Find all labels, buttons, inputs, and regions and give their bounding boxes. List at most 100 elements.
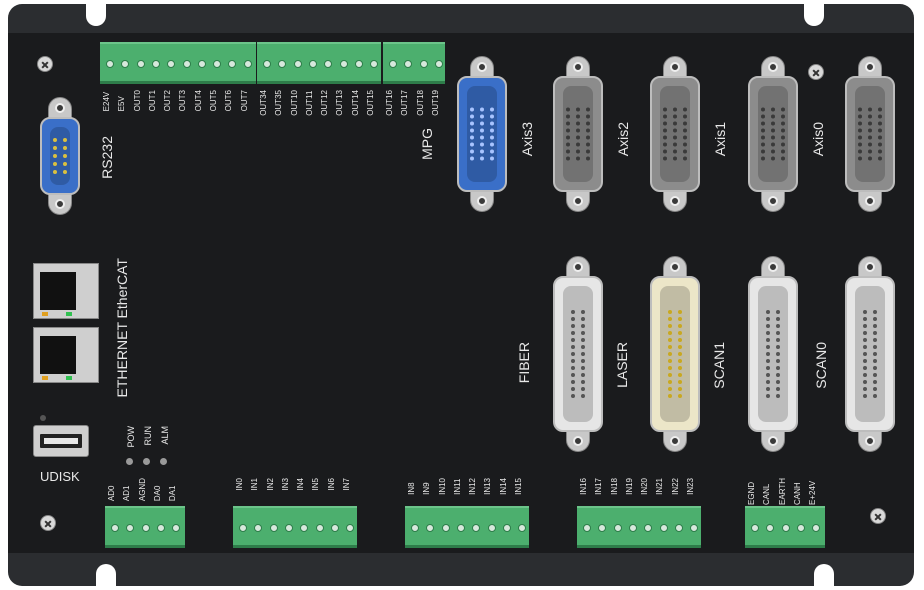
terminal-screw[interactable]	[370, 60, 379, 68]
terminal-screw[interactable]	[389, 60, 397, 68]
terminal-screw[interactable]	[472, 524, 481, 532]
terminal-screw[interactable]	[426, 524, 435, 532]
terminal-screw[interactable]	[126, 524, 135, 532]
terminal-screw[interactable]	[106, 60, 114, 68]
terminal-screw[interactable]	[278, 60, 287, 68]
terminal-screw[interactable]	[197, 60, 206, 68]
terminal-screw[interactable]	[781, 524, 790, 532]
scan-port-connector[interactable]	[845, 256, 895, 452]
terminal-screw[interactable]	[644, 524, 653, 532]
axis-connector[interactable]	[457, 56, 507, 212]
terminal-screw[interactable]	[300, 524, 309, 532]
terminal-screw[interactable]	[751, 524, 759, 532]
rs232-dsub[interactable]	[40, 97, 80, 215]
connector-shell	[845, 76, 895, 192]
terminal-screw[interactable]	[284, 524, 293, 532]
scan-port-connector[interactable]	[553, 256, 603, 452]
terminal-screw[interactable]	[254, 524, 263, 532]
terminal-screw[interactable]	[518, 524, 527, 532]
terminal-screw[interactable]	[339, 60, 348, 68]
terminal-screw[interactable]	[598, 524, 607, 532]
terminal-block[interactable]	[383, 42, 445, 84]
terminal-screw[interactable]	[167, 60, 176, 68]
mount-hole	[670, 436, 680, 446]
terminal-screw[interactable]	[330, 524, 339, 532]
terminal-label: OUT19	[430, 90, 440, 116]
mount-hole	[670, 196, 680, 206]
terminal-screw[interactable]	[434, 60, 443, 68]
terminal-block[interactable]	[405, 506, 529, 548]
axis-connector[interactable]	[748, 56, 798, 212]
terminal-screw[interactable]	[151, 60, 160, 68]
terminal-screw[interactable]	[269, 524, 278, 532]
terminal-screw[interactable]	[293, 60, 302, 68]
terminal-block[interactable]	[257, 42, 381, 84]
terminal-screw[interactable]	[411, 524, 419, 532]
terminal-screw[interactable]	[141, 524, 150, 532]
terminal-screw[interactable]	[239, 524, 247, 532]
pin	[490, 128, 494, 133]
scan-port-connector[interactable]	[650, 256, 700, 452]
terminal-screw[interactable]	[502, 524, 511, 532]
axis-connector[interactable]	[845, 56, 895, 212]
pin	[668, 324, 672, 328]
terminal-block[interactable]	[577, 506, 701, 548]
terminal-screw[interactable]	[487, 524, 496, 532]
terminal-screw[interactable]	[121, 60, 130, 68]
terminal-screw[interactable]	[456, 524, 465, 532]
ethercat-port[interactable]	[33, 263, 99, 319]
terminal-screw[interactable]	[690, 524, 699, 532]
pin	[878, 114, 882, 119]
terminal-screw[interactable]	[315, 524, 324, 532]
pin	[781, 121, 785, 126]
axis-connector[interactable]	[553, 56, 603, 212]
terminal-block[interactable]	[100, 42, 256, 84]
terminal-label: IN10	[437, 478, 447, 495]
terminal-screw[interactable]	[583, 524, 591, 532]
pin	[683, 142, 687, 147]
terminal-label: AD1	[122, 485, 132, 502]
terminal-screw[interactable]	[346, 524, 355, 532]
terminal-screw[interactable]	[613, 524, 622, 532]
terminal-screw[interactable]	[182, 60, 191, 68]
terminal-screw[interactable]	[228, 60, 237, 68]
terminal-screw[interactable]	[441, 524, 450, 532]
terminal-screw[interactable]	[659, 524, 668, 532]
terminal-screw[interactable]	[213, 60, 222, 68]
terminal-screw[interactable]	[419, 60, 428, 68]
terminal-screw[interactable]	[308, 60, 317, 68]
terminal-screw[interactable]	[156, 524, 165, 532]
terminal-block[interactable]	[745, 506, 825, 548]
scan-port-connector[interactable]	[748, 256, 798, 452]
terminal-screw[interactable]	[404, 60, 413, 68]
pin	[781, 135, 785, 140]
terminal-screw[interactable]	[111, 524, 119, 532]
terminal-screw[interactable]	[628, 524, 637, 532]
terminal-screw[interactable]	[136, 60, 145, 68]
terminal-screw[interactable]	[354, 60, 363, 68]
terminal-screw[interactable]	[324, 60, 333, 68]
terminal-block[interactable]	[105, 506, 185, 548]
terminal-screw[interactable]	[766, 524, 775, 532]
terminal-screw[interactable]	[263, 60, 271, 68]
pin-grid	[858, 107, 882, 161]
status-led-indicator	[126, 458, 133, 465]
connector-socket	[758, 286, 788, 422]
terminal-block[interactable]	[233, 506, 357, 548]
pin	[863, 317, 867, 321]
terminal-screw[interactable]	[243, 60, 252, 68]
terminal-label: IN1	[250, 478, 260, 491]
axis-connector[interactable]	[650, 56, 700, 212]
terminal-label: OUT12	[320, 90, 330, 116]
pin	[53, 162, 57, 166]
pin	[873, 352, 877, 356]
terminal-screw[interactable]	[796, 524, 805, 532]
pin	[771, 135, 775, 140]
terminal-screw[interactable]	[812, 524, 821, 532]
pin	[878, 128, 882, 133]
ethernet-port[interactable]	[33, 327, 99, 383]
terminal-screw[interactable]	[674, 524, 683, 532]
pin	[576, 135, 580, 140]
terminal-screw[interactable]	[172, 524, 181, 532]
udisk-usb-port[interactable]	[33, 425, 89, 457]
